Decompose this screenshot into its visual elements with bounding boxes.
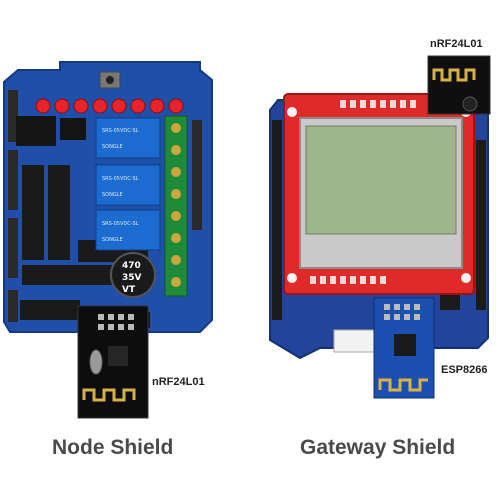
capacitor xyxy=(110,252,156,298)
nrf24l01-module xyxy=(77,305,149,419)
lcd-display xyxy=(283,93,475,295)
nrf24l01-node-label: nRF24L01 xyxy=(152,376,205,388)
relay-brand: SONGLE xyxy=(102,192,123,198)
relay-brand: SONGLE xyxy=(102,144,123,150)
relay-label: SRS-05VDC-SL xyxy=(102,221,139,227)
esp8266-module xyxy=(373,297,435,399)
led-row xyxy=(35,98,184,114)
nrf24l01-top-label: nRF24L01 xyxy=(430,38,483,50)
capacitor-voltage: 35V xyxy=(122,273,142,283)
nrf24l01-module xyxy=(427,55,491,115)
relay-brand: SONGLE xyxy=(102,237,123,243)
relay-label: SRS-05VDC-SL xyxy=(102,128,139,134)
node-shield-board: SRS-05VDC-SL SONGLE SRS-05VDC-SL SONGLE … xyxy=(3,61,213,333)
gateway-shield-caption: Gateway Shield xyxy=(300,436,456,459)
relay-module xyxy=(95,117,161,251)
relay-label: SRS-05VDC-SL xyxy=(102,176,139,182)
capacitor-code: VT xyxy=(122,285,136,295)
capacitor-value: 470 xyxy=(122,261,141,271)
node-shield-caption: Node Shield xyxy=(52,436,174,459)
esp8266-label: ESP8266 xyxy=(441,364,488,376)
